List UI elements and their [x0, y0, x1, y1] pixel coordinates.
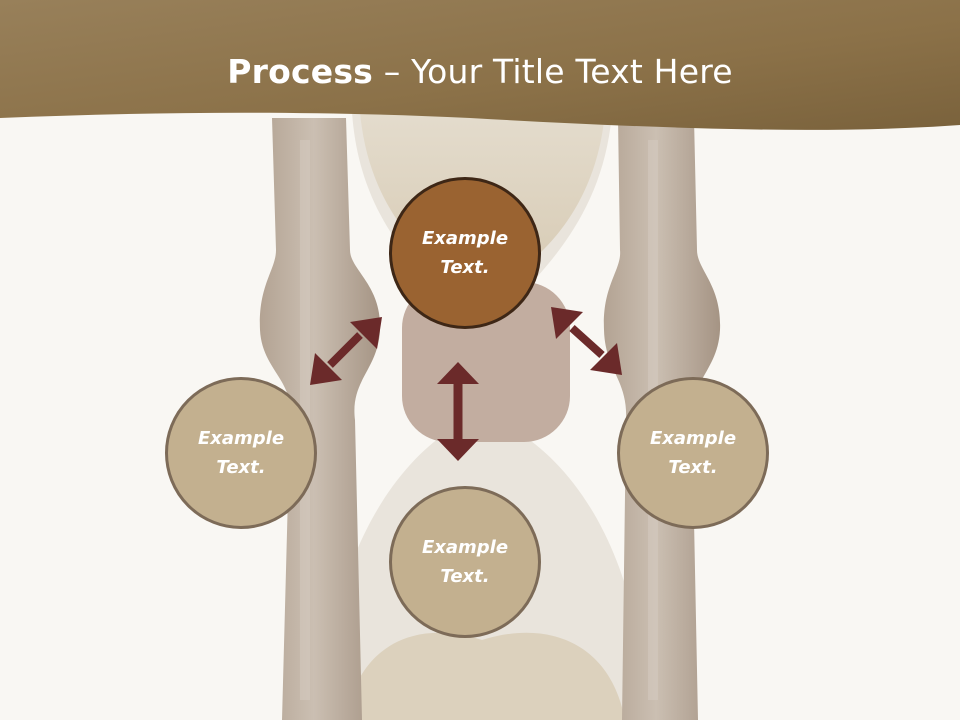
arrow-center-right [551, 307, 622, 375]
header-banner [0, 0, 960, 130]
node-bottom-line1: Example [421, 537, 509, 558]
node-left-line2: Text. [216, 457, 266, 478]
node-left-line1: Example [197, 428, 285, 449]
node-left: Example Text. [165, 377, 317, 529]
node-right: Example Text. [617, 377, 769, 529]
node-bottom-line2: Text. [440, 566, 490, 587]
title-rest: – Your Title Text Here [373, 52, 733, 91]
node-bottom: Example Text. [389, 486, 541, 638]
arrow-center-bottom [437, 362, 479, 461]
slide-title: Process – Your Title Text Here [0, 52, 960, 91]
arrow-center-left [310, 317, 382, 385]
node-center-line2: Text. [440, 257, 490, 278]
node-center-line1: Example [421, 228, 509, 249]
node-right-line2: Text. [668, 457, 718, 478]
node-right-line1: Example [649, 428, 737, 449]
node-center: Example Text. [389, 177, 541, 329]
title-bold: Process [227, 52, 374, 91]
